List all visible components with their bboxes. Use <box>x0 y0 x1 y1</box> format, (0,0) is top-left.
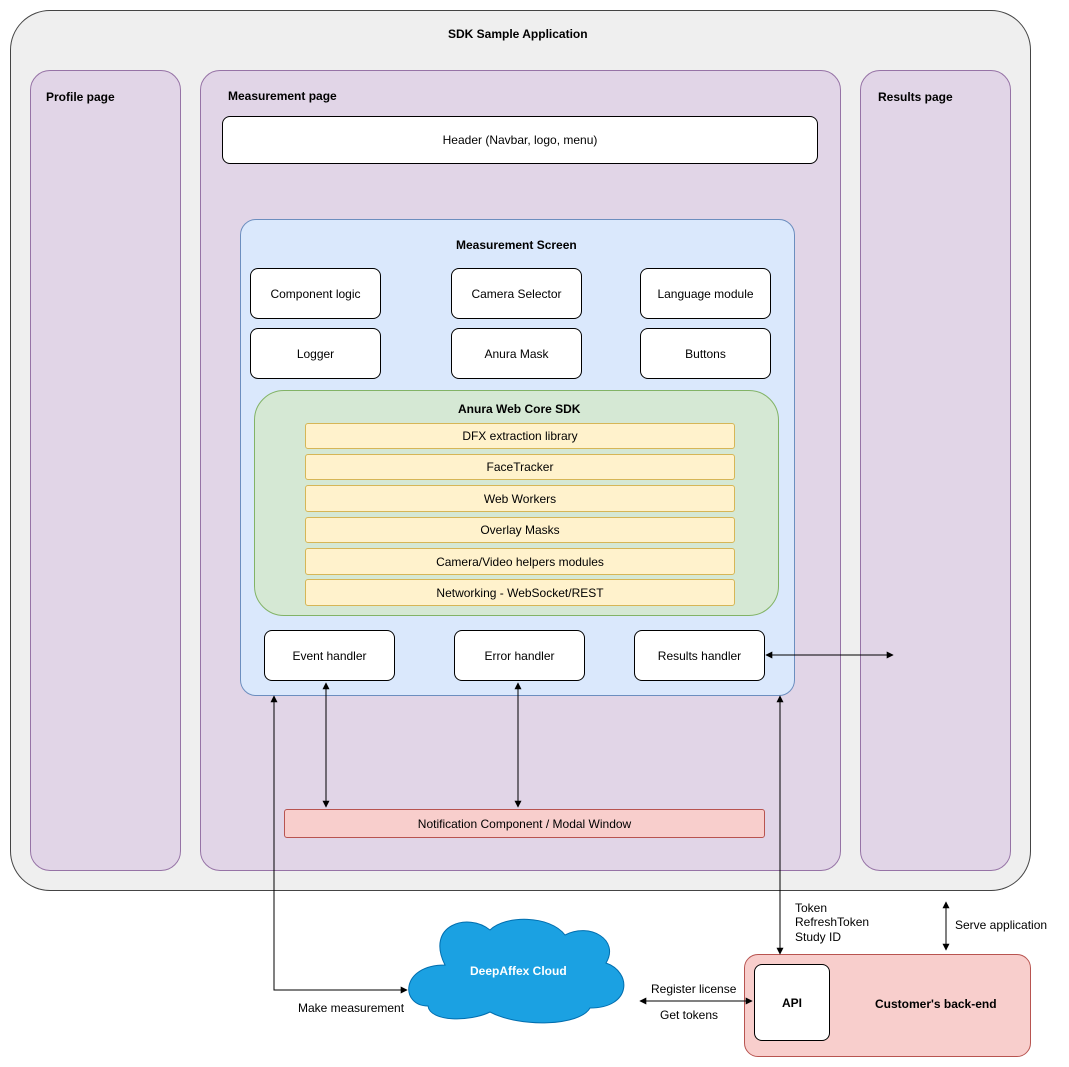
handler-label: Results handler <box>657 648 742 663</box>
language-module: Language module <box>640 268 771 319</box>
results-handler: Results handler <box>634 630 765 681</box>
anura-mask-module: Anura Mask <box>451 328 582 379</box>
app-title: SDK Sample Application <box>448 27 588 41</box>
module-label: Component logic <box>270 286 361 301</box>
dfx-extraction-library: DFX extraction library <box>305 423 735 449</box>
networking-library: Networking - WebSocket/REST <box>305 579 735 606</box>
library-label: Overlay Masks <box>480 523 560 537</box>
anura-web-core-sdk-title: Anura Web Core SDK <box>458 402 581 416</box>
header-box: Header (Navbar, logo, menu) <box>222 116 818 164</box>
make-measurement-label: Make measurement <box>298 1001 405 1015</box>
measurement-screen-title: Measurement Screen <box>456 238 577 252</box>
profile-page <box>30 70 181 871</box>
module-label: Anura Mask <box>484 346 549 361</box>
library-label: DFX extraction library <box>462 429 578 443</box>
api-box: API <box>754 964 830 1041</box>
results-page <box>860 70 1011 871</box>
module-label: Logger <box>296 346 335 361</box>
module-label: Camera Selector <box>471 286 562 301</box>
camera-selector-module: Camera Selector <box>451 268 582 319</box>
token-label: Token <box>795 901 828 915</box>
camera-video-helpers-library: Camera/Video helpers modules <box>305 548 735 575</box>
profile-page-label: Profile page <box>46 90 115 104</box>
library-label: FaceTracker <box>486 460 554 474</box>
refresh-token-label: RefreshToken <box>795 915 870 929</box>
module-label: Buttons <box>685 346 726 361</box>
header-box-label: Header (Navbar, logo, menu) <box>442 133 598 147</box>
deepaffex-cloud-label: DeepAffex Cloud <box>470 964 567 978</box>
web-workers-library: Web Workers <box>305 485 735 512</box>
api-label: API <box>781 995 802 1010</box>
component-logic-module: Component logic <box>250 268 381 319</box>
library-label: Camera/Video helpers modules <box>436 554 604 569</box>
customer-backend-label: Customer's back-end <box>875 997 997 1011</box>
error-handler: Error handler <box>454 630 585 681</box>
handler-label: Event handler <box>292 648 367 663</box>
library-label: Web Workers <box>483 491 557 506</box>
measurement-page-label: Measurement page <box>228 89 337 103</box>
register-license-label: Register license <box>651 982 737 996</box>
notification-label: Notification Component / Modal Window <box>417 816 632 831</box>
overlay-masks-library: Overlay Masks <box>305 517 735 543</box>
notification-component: Notification Component / Modal Window <box>284 809 765 838</box>
facetracker-library: FaceTracker <box>305 454 735 480</box>
get-tokens-label: Get tokens <box>660 1008 719 1022</box>
logger-module: Logger <box>250 328 381 379</box>
handler-label: Error handler <box>484 648 555 663</box>
buttons-module: Buttons <box>640 328 771 379</box>
event-handler: Event handler <box>264 630 395 681</box>
serve-application-label: Serve application <box>955 918 1048 932</box>
results-page-label: Results page <box>878 90 953 104</box>
module-label: Language module <box>657 286 754 301</box>
study-id-label: Study ID <box>795 930 842 944</box>
library-label: Networking - WebSocket/REST <box>436 585 604 600</box>
